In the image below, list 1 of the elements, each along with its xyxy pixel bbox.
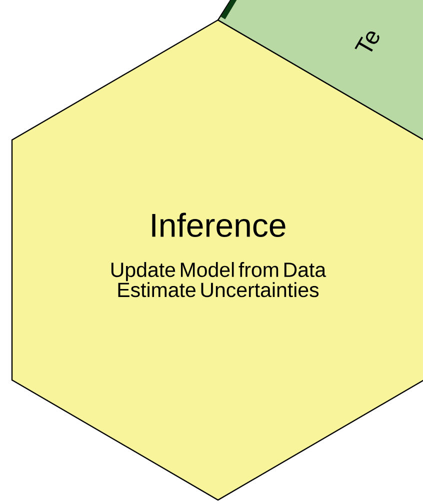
hexagon-box: Te — [217, 0, 423, 142]
